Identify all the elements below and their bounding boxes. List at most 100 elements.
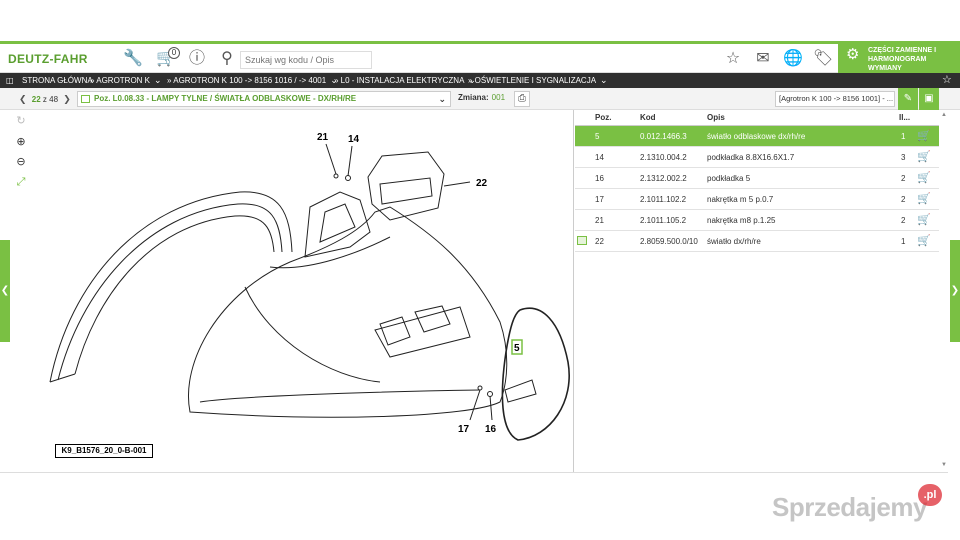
table-row[interactable]: 14 2.1310.004.2 podkładka 8.8X16.6X1.7 3…: [575, 147, 939, 168]
leader-17: [469, 389, 481, 421]
breadcrumb-item-subgroup[interactable]: » OŚWIETLENIE I SYGNALIZACJA⌄: [468, 75, 608, 85]
row-desc: nakrętka m 5 p.0.7: [707, 195, 774, 204]
callout-16: 16: [485, 424, 497, 435]
col-desc-header[interactable]: Opis: [707, 113, 725, 122]
fender-end: [49, 373, 76, 383]
chevron-down-icon[interactable]: ⌄: [154, 75, 162, 85]
prev-page-icon[interactable]: ❮: [19, 94, 27, 104]
callout-17: 17: [458, 424, 470, 435]
panel-divider[interactable]: [573, 110, 574, 472]
next-section-button[interactable]: ❯: [950, 240, 960, 342]
add-to-cart-icon[interactable]: 🛒: [917, 130, 931, 142]
breadcrumb: ◫ STRONA GŁÓWNA » AGROTRON K⌄ » AGROTRON…: [0, 73, 960, 88]
parts-table: Poz. Kod Opis Il... 5 0.012.1466.3 świat…: [575, 110, 939, 252]
breadcrumb-item-group[interactable]: » L0 - INSTALACJA ELEKTRYCZNA⌄: [334, 75, 476, 85]
app-header: DEUTZ-FAHR 🔧 🛒 0 ⓘ ⚲ ☆ ✉ 🌐 🏷: [0, 44, 960, 73]
add-to-cart-icon[interactable]: 🛒: [917, 214, 931, 226]
col-qty-header[interactable]: Il...: [899, 113, 911, 122]
row-desc: światło odblaskowe dx/rh/re: [707, 132, 806, 141]
row-code: 2.1011.105.2: [640, 216, 687, 225]
nut-21: [333, 173, 339, 179]
row-code: 2.8059.500.0/10: [640, 237, 698, 246]
group-select[interactable]: Poz. L0.08.33 - LAMPY TYLNE / ŚWIATŁA OD…: [77, 91, 451, 107]
row-qty: 3: [901, 153, 906, 162]
scroll-up-icon[interactable]: ▲: [941, 112, 947, 118]
housing-body: [188, 206, 508, 418]
lamp-22-lens: [379, 177, 433, 205]
tag-icon[interactable]: 🏷: [812, 50, 834, 67]
globe-icon[interactable]: 🌐: [783, 50, 803, 67]
lamp-mount: [304, 191, 371, 258]
prev-section-button[interactable]: ❮: [0, 240, 10, 342]
washer-16: [487, 391, 493, 397]
next-page-icon[interactable]: ❯: [63, 94, 71, 104]
leader-22: [443, 181, 471, 187]
add-to-cart-icon[interactable]: 🛒: [917, 151, 931, 163]
help-icon[interactable]: ⓘ: [188, 50, 205, 67]
parts-schedule-button[interactable]: ⚙ CZĘŚCI ZAMIENNE I HARMONOGRAM WYMIANY: [838, 44, 960, 73]
revision-info: Zmiana:001: [458, 93, 505, 102]
page-current[interactable]: 22: [31, 95, 41, 104]
table-row[interactable]: 21 2.1011.105.2 nakrętka m8 p.1.25 2 🛒: [575, 210, 939, 231]
top-accent-line: [0, 41, 960, 44]
col-pos-header[interactable]: Poz.: [595, 113, 612, 122]
chevron-down-icon[interactable]: ⌄: [600, 75, 608, 85]
col-code-header[interactable]: Kod: [640, 113, 656, 122]
zoom-out-icon[interactable]: ⊖: [16, 156, 26, 168]
chevron-down-icon[interactable]: ⌄: [330, 75, 338, 85]
brand-logo[interactable]: DEUTZ-FAHR: [8, 52, 88, 66]
row-qty: 2: [901, 195, 906, 204]
nut-17: [477, 385, 483, 391]
add-to-cart-icon[interactable]: 🛒: [917, 235, 931, 247]
add-to-cart-icon[interactable]: 🛒: [917, 172, 931, 184]
search-icon[interactable]: ⚲: [221, 50, 233, 67]
chevron-down-icon[interactable]: ⌄: [468, 75, 476, 85]
row-desc: światło dx/rh/re: [707, 237, 761, 246]
row-code: 2.1312.002.2: [640, 174, 687, 183]
zoom-in-icon[interactable]: ⊕: [16, 136, 26, 148]
tractor-button[interactable]: ▣: [919, 88, 939, 110]
row-code: 2.1310.004.2: [640, 153, 687, 162]
breadcrumb-item-model[interactable]: » AGROTRON K 100 -> 8156 1016 / -> 4001⌄: [167, 75, 338, 85]
add-to-cart-icon[interactable]: 🛒: [917, 193, 931, 205]
favorite-star-icon[interactable]: ☆: [942, 74, 952, 86]
table-row[interactable]: 5 0.012.1466.3 światło odblaskowe dx/rh/…: [575, 126, 939, 147]
print-button[interactable]: ⎙: [514, 91, 530, 107]
row-code: 0.012.1466.3: [640, 132, 687, 141]
row-desc: podkładka 8.8X16.6X1.7: [707, 153, 795, 162]
group-select-value: Poz. L0.08.33 - LAMPY TYLNE / ŚWIATŁA OD…: [94, 94, 357, 103]
row-pos: 16: [595, 174, 604, 183]
page-navigator: ❮ 22 z 48 ❯: [16, 92, 74, 106]
row-desc: nakrętka m8 p.1.25: [707, 216, 776, 225]
revision-value: 001: [491, 93, 506, 102]
callout-22: 22: [476, 178, 488, 189]
search-input[interactable]: [240, 51, 372, 69]
leader-16: [489, 395, 493, 421]
favorite-star-icon[interactable]: ☆: [725, 50, 741, 67]
housing-lamp-frame: [374, 306, 471, 358]
reflector-5-shape: [504, 379, 537, 403]
table-row[interactable]: 16 2.1312.002.2 podkładka 5 2 🛒: [575, 168, 939, 189]
breadcrumb-item-agrotron-k[interactable]: » AGROTRON K⌄: [90, 75, 162, 85]
diagram-code-label: K9_B1576_20_0-B-001: [55, 444, 153, 458]
lamp-22-shape: [367, 151, 445, 221]
housing-contour: [244, 286, 381, 383]
fullscreen-icon[interactable]: ⤢: [16, 176, 26, 188]
table-scrollbar[interactable]: ▲ ▼: [940, 110, 948, 472]
chevron-left-icon: ❮: [0, 285, 10, 296]
scroll-down-icon[interactable]: ▼: [941, 462, 947, 468]
model-select[interactable]: [Agrotron K 100 -> 8156 1001] - ...: [775, 91, 895, 107]
home-icon[interactable]: ◫: [6, 76, 14, 85]
subassembly-icon[interactable]: [577, 236, 587, 245]
rotate-icon[interactable]: ↻: [16, 115, 26, 127]
row-desc: podkładka 5: [707, 174, 751, 183]
breadcrumb-item-home[interactable]: STRONA GŁÓWNA: [22, 76, 93, 85]
callout-5-box: [511, 339, 523, 355]
messages-icon[interactable]: ✉: [756, 50, 770, 67]
wrench-icon[interactable]: 🔧: [123, 50, 143, 67]
notes-button[interactable]: ✎: [898, 88, 918, 110]
table-row[interactable]: 22 2.8059.500.0/10 światło dx/rh/re 1 🛒: [575, 231, 939, 252]
row-code: 2.1011.102.2: [640, 195, 687, 204]
exploded-parts-diagram: 21 14 22 5 17 16: [49, 132, 570, 441]
table-row[interactable]: 17 2.1011.102.2 nakrętka m 5 p.0.7 2 🛒: [575, 189, 939, 210]
